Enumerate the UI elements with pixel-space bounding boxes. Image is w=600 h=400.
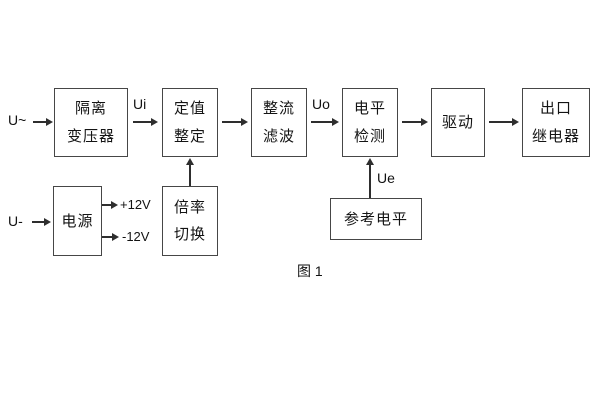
arrow-head-rectifier-to-level bbox=[332, 118, 339, 126]
arrow-line-level-to-driver bbox=[402, 121, 423, 123]
arrow-head-power-to-minus12v bbox=[112, 233, 119, 241]
block-label: 继电器 bbox=[531, 127, 580, 145]
arrow-head-driver-to-relay bbox=[512, 118, 519, 126]
block-output-relay: 出口 继电器 bbox=[522, 88, 590, 157]
arrow-line-isolation-to-setting bbox=[133, 121, 153, 123]
label-ac-input: U~ bbox=[8, 112, 27, 128]
label-minus-12v: -12V bbox=[122, 229, 150, 244]
arrow-line-setting-to-rectifier bbox=[222, 121, 243, 123]
arrow-line-ac-to-isolation bbox=[33, 121, 48, 123]
arrow-line-dc-to-power bbox=[32, 221, 46, 223]
arrow-head-setting-to-rectifier bbox=[241, 118, 248, 126]
block-ratio-switching: 倍率 切换 bbox=[162, 186, 218, 256]
block-label: 整流 bbox=[262, 100, 295, 118]
figure-caption: 图 1 bbox=[297, 263, 323, 279]
block-driver: 驱动 bbox=[431, 88, 485, 157]
block-label: 电源 bbox=[61, 212, 94, 230]
arrow-head-ratio-to-setting bbox=[186, 158, 194, 165]
block-label: 电平 bbox=[353, 100, 386, 118]
label-signal-ue: Ue bbox=[377, 170, 395, 186]
arrow-line-reference-to-level bbox=[369, 164, 371, 198]
label-dc-input: U- bbox=[8, 213, 23, 229]
block-label: 倍率 bbox=[173, 198, 206, 216]
block-label: 出口 bbox=[539, 100, 572, 118]
label-plus-12v: +12V bbox=[120, 197, 151, 212]
arrow-head-power-to-plus12v bbox=[111, 201, 118, 209]
block-level-detection: 电平 检测 bbox=[342, 88, 398, 157]
label-signal-uo: Uo bbox=[312, 96, 330, 112]
block-label: 切换 bbox=[173, 226, 206, 244]
arrow-line-power-to-plus12v bbox=[102, 204, 113, 206]
block-isolation-transformer: 隔离 变压器 bbox=[54, 88, 128, 157]
block-label: 变压器 bbox=[66, 127, 115, 145]
block-label: 整定 bbox=[173, 127, 206, 145]
block-reference-level: 参考电平 bbox=[330, 198, 422, 240]
arrow-line-rectifier-to-level bbox=[311, 121, 334, 123]
block-rectifier-filter: 整流 滤波 bbox=[251, 88, 307, 157]
block-label: 参考电平 bbox=[343, 210, 408, 228]
label-signal-ui: Ui bbox=[133, 96, 147, 112]
block-label: 驱动 bbox=[441, 114, 474, 131]
block-label: 定值 bbox=[173, 100, 206, 118]
arrow-line-ratio-to-setting bbox=[189, 164, 191, 186]
block-power-supply: 电源 bbox=[53, 186, 102, 256]
block-label: 检测 bbox=[353, 127, 386, 145]
block-label: 隔离 bbox=[74, 100, 107, 118]
arrow-head-isolation-to-setting bbox=[151, 118, 158, 126]
block-setting-adjustment: 定值 整定 bbox=[162, 88, 218, 157]
arrow-head-ac-to-isolation bbox=[46, 118, 53, 126]
arrow-head-reference-to-level bbox=[366, 158, 374, 165]
block-label: 滤波 bbox=[262, 127, 295, 145]
arrow-line-driver-to-relay bbox=[489, 121, 514, 123]
arrow-line-power-to-minus12v bbox=[102, 236, 114, 238]
arrow-head-dc-to-power bbox=[44, 218, 51, 226]
arrow-head-level-to-driver bbox=[421, 118, 428, 126]
